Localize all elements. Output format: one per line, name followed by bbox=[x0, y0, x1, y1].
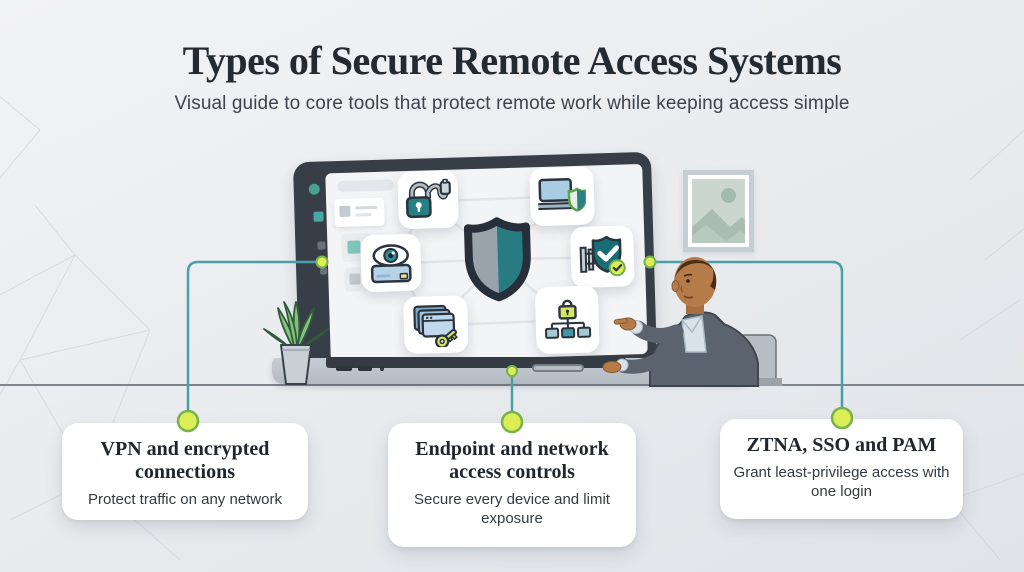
desk-line bbox=[0, 384, 1024, 386]
wall-frame bbox=[683, 170, 754, 252]
info-card-vpn: VPN and encrypted connections Protect tr… bbox=[62, 423, 308, 520]
plant-illustration bbox=[263, 301, 329, 385]
card-title: Endpoint and network access controls bbox=[415, 438, 609, 483]
bezel-teal-square-icon bbox=[313, 211, 324, 222]
center-shield-icon bbox=[463, 217, 531, 302]
screen-toolbar-placeholder bbox=[337, 179, 394, 193]
screen-icon-card-endpoint bbox=[529, 166, 595, 227]
bezel-gray-square-icon bbox=[320, 267, 328, 275]
header: Types of Secure Remote Access Systems Vi… bbox=[0, 40, 1024, 115]
info-card-endpoint: Endpoint and network access controls Sec… bbox=[388, 423, 636, 547]
frame-art bbox=[692, 179, 745, 243]
info-card-ztna: ZTNA, SSO and PAM Grant least-privilege … bbox=[720, 419, 963, 519]
card-title: VPN and encrypted connections bbox=[100, 438, 270, 483]
screen-icon-card-monitoring bbox=[360, 233, 422, 293]
person-resting-arm bbox=[617, 351, 667, 374]
person-head bbox=[674, 257, 716, 307]
window-stack-key-icon bbox=[413, 304, 458, 348]
hierarchy-lock-icon bbox=[544, 299, 591, 339]
card-description: Grant least-privilege access with one lo… bbox=[733, 464, 950, 500]
laptop-touchpad-slot bbox=[532, 364, 584, 372]
card-description: Secure every device and limit exposure bbox=[414, 491, 610, 527]
laptop-screen bbox=[325, 163, 648, 364]
laptop-port-icon bbox=[380, 367, 384, 371]
laptop-port-icon bbox=[336, 366, 352, 371]
frame-mountains-icon bbox=[692, 209, 745, 243]
laptop-port-icon bbox=[358, 366, 372, 371]
bezel-status-dot-icon bbox=[308, 183, 320, 195]
eye-id-card-icon bbox=[370, 243, 412, 283]
page-title: Types of Secure Remote Access Systems bbox=[182, 38, 842, 83]
person-illustration bbox=[602, 257, 782, 387]
person-ear bbox=[671, 280, 680, 292]
person-pointing-arm bbox=[630, 320, 684, 343]
bezel-gray-square-icon bbox=[317, 241, 326, 250]
person-shirt bbox=[681, 315, 707, 353]
laptop-shield-icon bbox=[537, 177, 587, 212]
screen-icon-card-hierarchy bbox=[534, 285, 600, 355]
screen-icon-card-access bbox=[569, 225, 635, 289]
page-subtitle: Visual guide to core tools that protect … bbox=[174, 93, 850, 114]
screen-list-item bbox=[334, 197, 385, 228]
frame-sun-icon bbox=[721, 188, 736, 203]
screen-icon-card-vpn bbox=[397, 170, 459, 230]
person-resting-hand bbox=[602, 361, 622, 373]
gate-shield-check-icon bbox=[579, 235, 626, 276]
screen-icon-card-credentials bbox=[402, 295, 469, 355]
laptop-illustration bbox=[292, 151, 658, 375]
card-description: Protect traffic on any network bbox=[88, 491, 282, 508]
laptop-keyboard-deck bbox=[326, 357, 626, 368]
card-title: ZTNA, SSO and PAM bbox=[746, 434, 937, 456]
pointing-finger bbox=[613, 317, 628, 325]
padlock-usb-cable-icon bbox=[405, 178, 451, 218]
